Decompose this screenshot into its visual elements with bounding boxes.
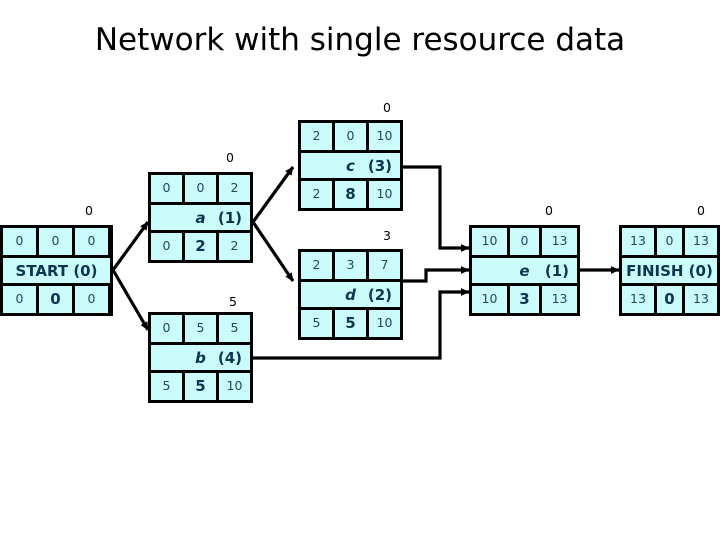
node-b-bottom-row: 5 5 10 [151,373,250,400]
node-start-label: START (0) [15,261,98,280]
node-b-duration-top: 5 [185,315,216,342]
node-finish-label: FINISH (0) [626,261,713,280]
edge-start-b [111,269,150,331]
node-e-label-row: e (1) [472,258,577,283]
node-b[interactable]: 0 5 5 b (4) 5 5 10 [148,312,253,403]
node-finish-label-row: FINISH (0) [622,258,717,283]
node-a-early-finish: 2 [219,175,250,202]
node-d-duration: (2) [367,285,392,304]
node-e-early-finish: 13 [542,228,577,255]
node-finish-duration-top: 0 [657,228,682,255]
edge-label-c: 0 [383,100,391,115]
node-c-label-row: c (3) [301,153,400,178]
node-d-late-start: 5 [301,310,332,337]
node-start-bottom-row: 0 0 0 [3,286,110,313]
node-a-late-start: 0 [151,233,182,260]
node-d-early-finish: 7 [369,252,400,279]
node-start-label-row: START (0) [3,258,110,283]
node-start-duration-top: 0 [39,228,72,255]
node-e-late-start: 10 [472,286,507,313]
node-finish-float: 0 [657,286,682,313]
node-c-bottom-row: 2 8 10 [301,181,400,208]
edge-a-d [251,221,295,282]
node-finish-top-row: 13 0 13 [622,228,717,255]
node-finish-early-finish: 13 [685,228,717,255]
node-start-late-start: 0 [3,286,36,313]
node-d-duration-top: 3 [335,252,366,279]
page-title: Network with single resource data [94,22,626,58]
node-a-top-row: 0 0 2 [151,175,250,202]
node-b-late-start: 5 [151,373,182,400]
node-e-bottom-row: 10 3 13 [472,286,577,313]
edge-b-e [253,288,470,360]
node-a-duration: (1) [217,208,242,227]
edge-label-start: 0 [85,203,93,218]
node-d-bottom-row: 5 5 10 [301,310,400,337]
node-a-early-start: 0 [151,175,182,202]
node-start-float: 0 [39,286,72,313]
node-c-early-start: 2 [301,123,332,150]
edge-label-finish: 0 [697,203,705,218]
node-start-early-start: 0 [3,228,36,255]
node-b-label-row: b (4) [151,345,250,370]
node-start[interactable]: 0 0 0 START (0) 0 0 0 [0,225,113,316]
node-finish-bottom-row: 13 0 13 [622,286,717,313]
edge-start-a [111,221,150,271]
node-c-duration: (3) [367,156,392,175]
node-e-duration-top: 0 [509,228,540,255]
edge-label-d: 3 [383,228,391,243]
node-c-late-finish: 10 [369,181,400,208]
node-b-label: b [195,348,206,367]
node-d-top-row: 2 3 7 [301,252,400,279]
node-b-duration: (4) [217,348,242,367]
node-a-late-finish: 2 [219,233,250,260]
node-b-float: 5 [185,373,216,400]
node-d-float: 5 [335,310,366,337]
node-a-bottom-row: 0 2 2 [151,233,250,260]
node-finish[interactable]: 13 0 13 FINISH (0) 13 0 13 [619,225,720,316]
node-e-late-finish: 13 [542,286,577,313]
edge-label-a: 0 [226,150,234,165]
node-b-top-row: 0 5 5 [151,315,250,342]
node-e-early-start: 10 [472,228,507,255]
node-e-top-row: 10 0 13 [472,228,577,255]
node-c-float: 8 [335,181,366,208]
edge-d-e [403,266,470,283]
node-e-duration: (1) [544,261,569,280]
node-e-float: 3 [509,286,540,313]
node-a-duration-top: 0 [185,175,216,202]
edge-c-e [403,165,470,252]
node-d-early-start: 2 [301,252,332,279]
node-c-late-start: 2 [301,181,332,208]
node-d-late-finish: 10 [369,310,400,337]
node-start-early-finish: 0 [75,228,108,255]
node-d-label: d [345,285,356,304]
node-c-early-finish: 10 [369,123,400,150]
node-c[interactable]: 2 0 10 c (3) 2 8 10 [298,120,403,211]
node-finish-early-start: 13 [622,228,654,255]
node-a-float: 2 [185,233,216,260]
node-finish-late-finish: 13 [685,286,717,313]
node-a-label: a [195,208,206,227]
node-c-label: c [346,156,355,175]
edge-label-e: 0 [545,203,553,218]
node-d-label-row: d (2) [301,282,400,307]
node-c-top-row: 2 0 10 [301,123,400,150]
node-finish-late-start: 13 [622,286,654,313]
edge-a-c [251,166,295,223]
node-start-top-row: 0 0 0 [3,228,110,255]
node-a[interactable]: 0 0 2 a (1) 0 2 2 [148,172,253,263]
edge-label-b: 5 [229,294,237,309]
node-a-label-row: a (1) [151,205,250,230]
node-d[interactable]: 2 3 7 d (2) 5 5 10 [298,249,403,340]
node-b-late-finish: 10 [219,373,250,400]
node-start-late-finish: 0 [75,286,108,313]
node-b-early-finish: 5 [219,315,250,342]
node-c-duration-top: 0 [335,123,366,150]
node-b-early-start: 0 [151,315,182,342]
node-e-label: e [519,261,530,280]
node-e[interactable]: 10 0 13 e (1) 10 3 13 [469,225,580,316]
